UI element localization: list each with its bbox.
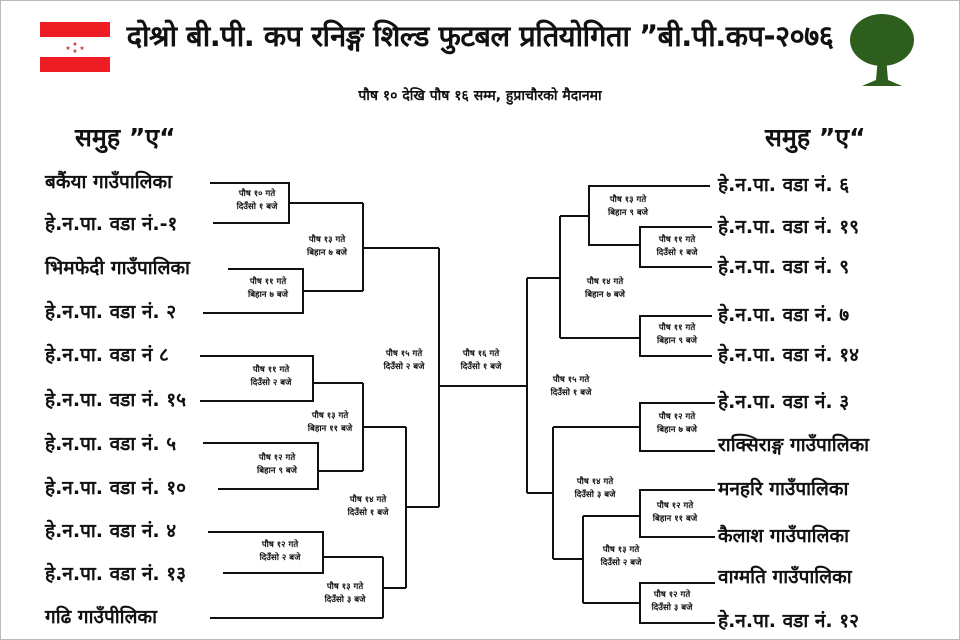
svg-text:★: ★: [65, 45, 70, 52]
match-date: पौष १० गते: [238, 189, 276, 199]
match-date: पौष ११ गते: [658, 235, 696, 245]
match-schedule: पौष १३ गते बिहान ९ बजे: [593, 194, 663, 220]
match-time: दिउँसो ३ बजे: [651, 603, 693, 613]
match-time: दिउँसो २ बजे: [383, 362, 425, 372]
match-schedule: पौष ११ गते बिहान ९ बजे: [642, 322, 712, 348]
match-date: पौष १४ गते: [576, 477, 614, 487]
left-team: हे.न.पा. वडा नं. ४: [45, 520, 177, 542]
match-schedule: पौष १३ गते बिहान ७ बजे: [292, 234, 362, 260]
match-schedule: पौष १४ गते दिउँसो ३ बजे: [560, 476, 630, 502]
match-time: दिउँसो २ बजे: [250, 378, 292, 388]
poster-title: दोश्रो बी.पी. कप रनिङ्ग शिल्ड फुटबल प्रत…: [126, 19, 834, 53]
match-schedule: पौष ११ गते बिहान ७ बजे: [233, 276, 303, 302]
right-team: हे.न.पा. वडा नं. १४: [718, 344, 860, 366]
match-time: बिहान ७ बजे: [307, 248, 347, 258]
match-time: बिहान ७ बजे: [248, 290, 288, 300]
match-date: पौष १२ गते: [656, 501, 694, 511]
match-time: बिहान ७ बजे: [585, 290, 625, 300]
right-team: हे.न.पा. वडा नं. ७: [718, 304, 850, 326]
match-time: बिहान ११ बजे: [307, 424, 353, 434]
match-date: पौष १३ गते: [326, 582, 364, 592]
match-schedule: पौष १२ गते बिहान ११ बजे: [640, 500, 710, 526]
poster-subtitle: पौष १० देखि पौष १६ सम्म, हुप्राचौरको मैद…: [358, 88, 602, 104]
left-team: गढि गाउँपीलिका: [45, 606, 157, 628]
match-schedule: पौष १५ गते दिउँसो २ बजे: [369, 348, 439, 374]
left-team: हे.न.पा. वडा नं ८: [45, 344, 169, 366]
svg-text:★: ★: [79, 45, 84, 52]
right-team: राक्सिराङ्ग गाउँपालिका: [718, 434, 870, 456]
left-team: भिमफेदी गाउँपालिका: [45, 257, 190, 279]
match-time: दिउँसो १ बजे: [460, 362, 502, 372]
right-team: हे.न.पा. वडा नं. १२: [718, 610, 860, 632]
match-date: पौष १४ गते: [586, 277, 624, 287]
match-time: दिउँसो ३ बजे: [574, 490, 616, 500]
left-team: हे.न.पा. वडा नं. ५: [45, 433, 177, 455]
right-team: मनहरि गाउँपालिका: [718, 478, 849, 500]
match-time: बिहान ९ बजे: [257, 466, 297, 476]
match-time: दिउँसो ३ बजे: [324, 595, 366, 605]
match-date: पौष १३ गते: [308, 235, 346, 245]
left-team: हे.न.पा. वडा नं. २: [45, 301, 177, 323]
match-date: पौष ११ गते: [252, 365, 290, 375]
match-schedule: पौष ११ गते दिउँसो १ बजे: [642, 234, 712, 260]
left-team: हे.न.पा. वडा नं. १०: [45, 477, 187, 499]
match-schedule: पौष १४ गते दिउँसो १ बजे: [333, 494, 403, 520]
match-schedule: पौष १३ गते बिहान ११ बजे: [295, 410, 365, 436]
party-flag-logo: ★★★★: [40, 22, 110, 72]
right-team: हे.न.पा. वडा नं. ६: [718, 174, 850, 196]
match-time: बिहान ९ बजे: [608, 208, 648, 218]
match-date: पौष ११ गते: [658, 323, 696, 333]
match-time: दिउँसो १ बजे: [236, 202, 278, 212]
match-schedule: पौष १२ गते दिउँसो ३ बजे: [637, 589, 707, 615]
match-schedule: पौष १५ गते दिउँसो १ बजे: [536, 374, 606, 400]
match-date: पौष १३ गते: [311, 411, 349, 421]
right-group-heading: समुह ”ए“: [765, 123, 866, 152]
match-schedule: पौष १३ गते दिउँसो २ बजे: [586, 544, 656, 570]
match-date: पौष १५ गते: [385, 349, 423, 359]
match-date: पौष ११ गते: [249, 277, 287, 287]
svg-text:★: ★: [72, 41, 77, 48]
match-date: पौष १३ गते: [602, 545, 640, 555]
match-date: पौष १५ गते: [552, 375, 590, 385]
svg-text:★: ★: [72, 48, 77, 55]
match-schedule: पौष १० गते दिउँसो १ बजे: [222, 188, 292, 214]
match-date: पौष १६ गते: [462, 349, 500, 359]
match-time: दिउँसो १ बजे: [550, 388, 592, 398]
match-schedule: पौष १३ गते दिउँसो ३ बजे: [310, 581, 380, 607]
match-date: पौष १२ गते: [658, 412, 696, 422]
left-team: बकैंया गाउँपालिका: [45, 171, 173, 193]
match-time: बिहान ७ बजे: [657, 425, 697, 435]
match-schedule: पौष १२ गते दिउँसो २ बजे: [245, 539, 315, 565]
match-time: दिउँसो १ बजे: [347, 508, 389, 518]
match-date: पौष १२ गते: [653, 590, 691, 600]
final-match-schedule: पौष १६ गते दिउँसो १ बजे: [446, 348, 516, 374]
match-time: बिहान ९ बजे: [657, 336, 697, 346]
match-schedule: पौष ११ गते दिउँसो २ बजे: [236, 364, 306, 390]
right-team: हे.न.पा. वडा नं. १९: [718, 216, 860, 238]
tree-logo: [850, 14, 914, 86]
match-date: पौष १४ गते: [349, 495, 387, 505]
left-team: हे.न.पा. वडा नं. १५: [45, 389, 187, 411]
right-team: हे.न.पा. वडा नं. ३: [718, 391, 850, 413]
match-schedule: पौष १२ गते बिहान ९ बजे: [242, 452, 312, 478]
match-date: पौष १३ गते: [609, 195, 647, 205]
left-team: हे.न.पा. वडा नं.-१: [45, 213, 178, 235]
match-time: बिहान ११ बजे: [652, 514, 698, 524]
right-team: वाग्मति गाउँपालिका: [718, 566, 852, 588]
match-time: दिउँसो २ बजे: [600, 558, 642, 568]
match-schedule: पौष १४ गते बिहान ७ बजे: [570, 276, 640, 302]
right-team: कैलाश गाउँपालिका: [718, 525, 849, 547]
right-team: हे.न.पा. वडा नं. ९: [718, 256, 850, 278]
match-date: पौष १२ गते: [258, 453, 296, 463]
match-time: दिउँसो १ बजे: [656, 248, 698, 258]
match-schedule: पौष १२ गते बिहान ७ बजे: [642, 411, 712, 437]
match-time: दिउँसो २ बजे: [259, 553, 301, 563]
match-date: पौष १२ गते: [261, 540, 299, 550]
left-team: हे.न.पा. वडा नं. १३: [45, 563, 187, 585]
left-group-heading: समुह ”ए“: [75, 123, 176, 152]
